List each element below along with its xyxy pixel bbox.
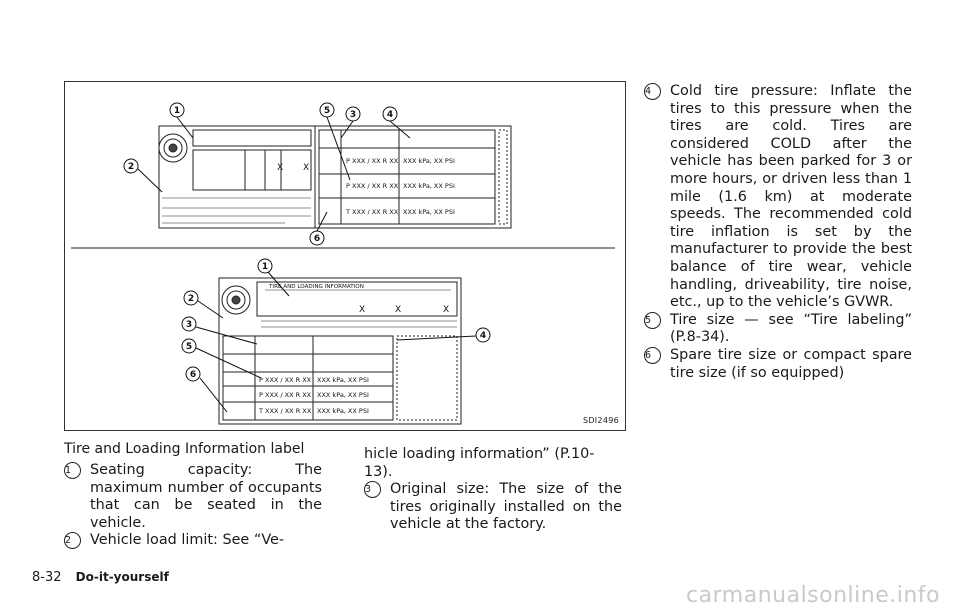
bottom-pressure-1: XXX kPa, XX PSI [317,376,369,384]
svg-text:3: 3 [350,110,356,120]
bottom-pressure-3: XXX kPa, XX PSI [317,407,369,415]
svg-text:6: 6 [314,234,320,244]
top-label: X X [158,125,512,229]
svg-text:4: 4 [480,331,486,341]
svg-text:1: 1 [262,262,268,272]
svg-text:6: 6 [190,370,196,380]
bottom-row-3: T XXX / XX R XX [258,407,312,415]
list-item: 3 Original size: The size of the tires o… [364,481,622,534]
column-1: 1 Seating capacity: The maximum number o… [64,462,322,550]
item-number-badge: 5 [644,311,661,329]
top-pressure-1: XXX kPa, XX PSI [403,157,455,165]
top-callouts: 1 2 5 3 4 6 [123,102,411,246]
svg-text:5: 5 [186,342,192,352]
svg-text:3: 3 [186,320,192,330]
svg-text:X: X [359,305,365,315]
item-text: Seating capacity: The maximum number of … [90,462,322,531]
item-continuation: hicle loading information” (P.10-13). [364,446,595,480]
bottom-label: X X X [218,277,462,425]
tire-label-illustration: X X P XXX / XX R XX P XXX / XX R XX T XX… [71,102,615,425]
tire-label-figure: X X P XXX / XX R XX P XXX / XX R XX T XX… [64,81,626,431]
item-number-badge: 6 [644,346,661,364]
svg-text:2: 2 [128,162,134,172]
figure-code: SDI2496 [582,416,619,425]
figure-caption: Tire and Loading Information label [64,441,305,457]
svg-text:X: X [303,163,309,173]
item-text: Original size: The size of the tires ori… [390,481,622,533]
svg-text:X: X [395,305,401,315]
item-number-badge: 4 [644,83,661,100]
item-text: Vehicle load limit: See “Ve- [90,532,285,549]
top-pressure-3: XXX kPa, XX PSI [403,208,455,216]
list-item: 6 Spare tire size or compact spare tire … [644,346,912,382]
section-name: Do-it-yourself [75,570,169,584]
svg-text:4: 4 [387,110,393,120]
bottom-label-rows: TIRE AND LOADING INFORMATION P XXX / XX … [258,284,369,415]
column-3: 4 Cold tire pressure: Inflate the tires … [644,83,912,382]
top-pressure-2: XXX kPa, XX PSI [403,182,455,190]
list-item: 4 Cold tire pressure: Inflate the tires … [644,83,912,312]
item-text: Cold tire pressure: Inflate the tires to… [670,83,912,311]
list-item: 5 Tire size — see “Tire labeling” (P.8-3… [644,311,912,347]
top-row-1: P XXX / XX R XX [346,157,399,165]
top-row-3: T XXX / XX R XX [345,208,399,216]
item-text: Spare tire size or compact spare tire si… [670,346,912,381]
svg-text:X: X [443,305,449,315]
item-number-badge: 1 [64,462,81,479]
item-text: Tire size — see “Tire labeling” (P.8-34)… [670,311,912,346]
list-item: 2 Vehicle load limit: See “Ve- [64,532,322,550]
bottom-pressure-2: XXX kPa, XX PSI [317,391,369,399]
bottom-callouts: 1 2 3 5 6 4 [181,258,491,413]
page-number: 8-32 [32,570,62,585]
svg-text:X: X [277,163,283,173]
watermark: carmanualsonline.info [686,583,940,608]
svg-text:1: 1 [174,106,180,116]
page-footer: 8-32 Do-it-yourself [32,570,169,585]
svg-text:2: 2 [188,294,194,304]
svg-text:5: 5 [324,106,330,116]
top-label-rows: P XXX / XX R XX P XXX / XX R XX T XXX / … [345,157,455,216]
bottom-row-2: P XXX / XX R XX [259,391,312,399]
item-number-badge: 2 [64,532,81,550]
list-item: 1 Seating capacity: The maximum number o… [64,462,322,532]
column-2: hicle loading information” (P.10-13). 3 … [364,446,622,534]
top-row-2: P XXX / XX R XX [346,182,399,190]
bottom-row-1: P XXX / XX R XX [259,376,312,384]
bottom-label-title: TIRE AND LOADING INFORMATION [268,284,364,290]
item-number-badge: 3 [364,481,381,499]
